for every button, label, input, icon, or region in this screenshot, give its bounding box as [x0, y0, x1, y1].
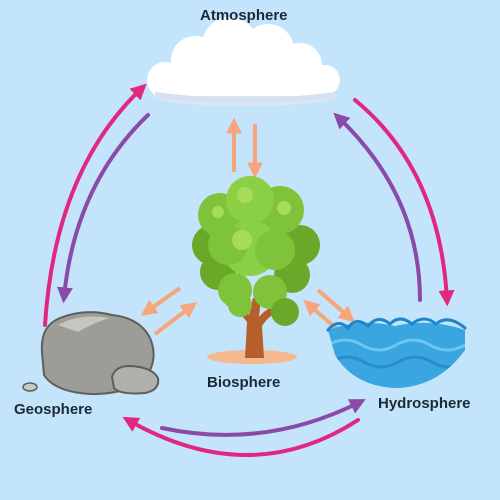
hydrosphere-label: Hydrosphere	[378, 395, 471, 412]
arrow-geosphere-to-biosphere	[153, 302, 198, 336]
arrow-atmosphere-to-hydrosphere	[353, 98, 455, 307]
arrow-geosphere-to-hydrosphere	[160, 399, 366, 437]
cloud-icon	[147, 17, 340, 106]
tree-icon	[192, 176, 320, 364]
rock-icon	[22, 311, 160, 396]
biosphere-label: Biosphere	[207, 374, 281, 391]
arrow-hydrosphere-to-geosphere	[122, 416, 360, 457]
water-icon	[326, 317, 467, 388]
cycle-arrows	[43, 83, 455, 457]
arrow-biosphere-to-geosphere	[140, 286, 182, 316]
geosphere-label: Geosphere	[14, 401, 93, 418]
atmosphere-label: Atmosphere	[200, 7, 288, 24]
arrow-geosphere-to-atmosphere	[43, 83, 147, 327]
arrow-hydrosphere-to-atmosphere	[333, 112, 422, 302]
arrow-biosphere-to-hydrosphere	[316, 288, 355, 323]
arrow-atmosphere-to-geosphere	[56, 113, 150, 304]
